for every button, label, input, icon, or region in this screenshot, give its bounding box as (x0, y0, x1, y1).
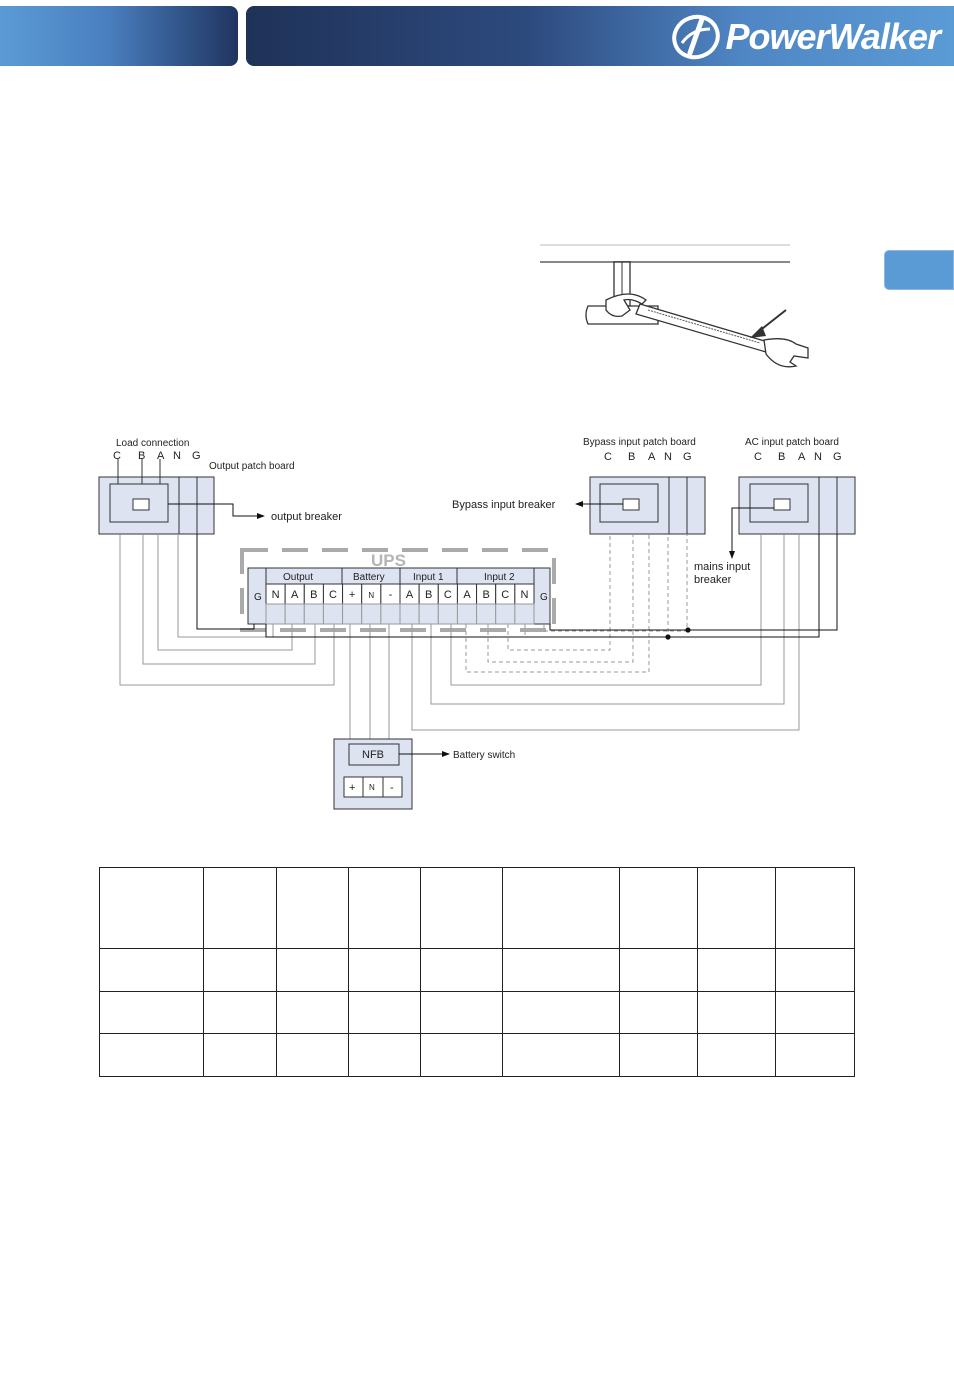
terminal-screw-cell (342, 603, 363, 625)
wrench-icon (540, 244, 809, 368)
phase-g-label: G (192, 450, 201, 462)
terminal-screw-cell (284, 603, 305, 625)
ac-patch-board-label: AC input patch board (745, 437, 839, 448)
phase-c-label: C (113, 450, 121, 462)
bypass-breaker-switch (622, 498, 640, 511)
terminal-screw-cell (322, 603, 344, 625)
terminal-group-input2: Input 2 (484, 572, 515, 583)
battery-terminal-plus: + (349, 782, 355, 794)
phase-n-label: N (173, 450, 181, 462)
ground-right: G (540, 592, 548, 603)
output-breaker-label: output breaker (271, 511, 342, 523)
terminal-screw-cell (380, 603, 401, 625)
table-header-row (98, 867, 856, 949)
bypass-phase-b: B (628, 451, 635, 463)
brand-name: PowerWalker (725, 16, 941, 57)
terminal-screw-cell (418, 603, 439, 625)
ac-phase-c: C (754, 451, 762, 463)
terminal-screw-cell (514, 603, 535, 625)
specification-table (98, 867, 856, 1077)
battery-terminal-minus: - (390, 782, 394, 794)
terminal-label: A (463, 589, 471, 601)
mains-breaker-label-1: mains input (694, 561, 750, 573)
terminal-label: C (444, 589, 452, 601)
table-row (98, 990, 856, 1035)
terminal-label: N (272, 589, 280, 601)
terminal-screw-cell (303, 603, 324, 625)
nfb-label: NFB (362, 749, 384, 761)
terminal-screw-cell (437, 603, 458, 625)
terminal-label: B (482, 589, 489, 601)
terminal-label: B (310, 589, 317, 601)
side-tab[interactable] (884, 250, 954, 290)
terminal-label: A (406, 589, 414, 601)
terminal-screw-cell (476, 603, 497, 625)
table-row (98, 1033, 856, 1077)
table-row (98, 948, 856, 992)
ac-phase-a: A (798, 451, 806, 463)
mains-breaker-switch (773, 498, 791, 511)
terminal-label: - (389, 589, 393, 601)
bypass-phase-n: N (664, 451, 672, 463)
terminal-screw-cell (495, 603, 516, 625)
load-connection-label: Load connection (116, 438, 189, 449)
header-left-band (0, 6, 238, 66)
terminal-screw-cell (399, 603, 420, 625)
terminal-label: C (329, 589, 337, 601)
mains-breaker-label-2: breaker (694, 574, 732, 586)
bypass-phase-a: A (648, 451, 656, 463)
output-breaker-switch (132, 498, 150, 511)
ups-frame (240, 548, 556, 632)
terminal-group-output: Output (283, 572, 313, 583)
ac-phase-n: N (814, 451, 822, 463)
bypass-patch-board-label: Bypass input patch board (583, 437, 696, 448)
header-right-band: PowerWalker (246, 6, 954, 66)
terminal-label: N (368, 591, 374, 600)
phase-a-label: A (157, 450, 165, 462)
bypass-phase-g: G (683, 451, 692, 463)
terminal-screw-cell (265, 603, 286, 625)
output-patch-board-label: Output patch board (209, 461, 295, 472)
terminal-screw-cell (456, 603, 478, 625)
bypass-breaker-label: Bypass input breaker (452, 499, 556, 511)
ac-phase-g: G (833, 451, 842, 463)
terminal-label: B (425, 589, 432, 601)
brand-logo: PowerWalker (670, 14, 941, 60)
bypass-phase-c: C (604, 451, 612, 463)
ac-phase-b: B (778, 451, 785, 463)
terminal-label: A (291, 589, 299, 601)
ups-label: UPS (371, 551, 406, 570)
terminal-group-battery: Battery (353, 572, 385, 583)
powerwalker-logo-icon (671, 14, 720, 60)
terminal-label: N (520, 589, 528, 601)
terminal-screw-cell (361, 603, 382, 625)
terminal-label: C (501, 589, 509, 601)
battery-switch-label: Battery switch (453, 750, 515, 761)
ground-left: G (254, 592, 262, 603)
wiring-diagram: Load connection C B A N G Output patch b… (98, 437, 856, 810)
terminal-label: + (349, 589, 355, 601)
phase-b-label: B (138, 450, 145, 462)
battery-terminal-n: N (369, 783, 375, 792)
terminal-group-input1: Input 1 (413, 572, 444, 583)
